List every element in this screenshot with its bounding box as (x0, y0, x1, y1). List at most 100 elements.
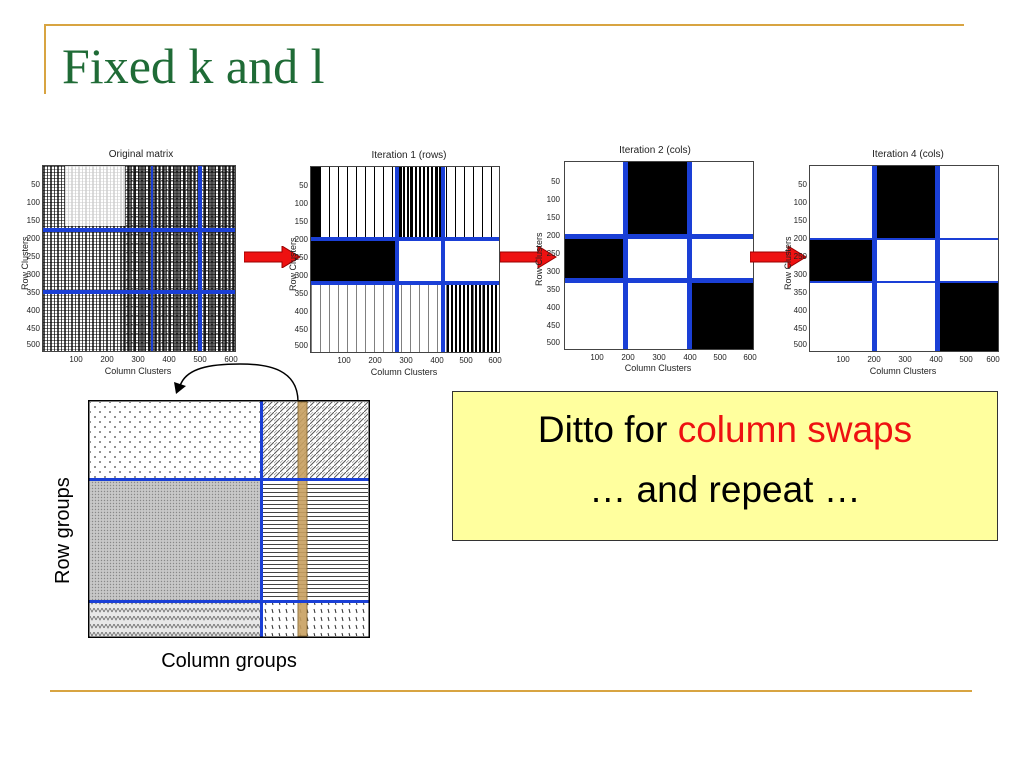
y-axis-label: Row Clusters (288, 237, 298, 291)
callout-box: Ditto for column swaps … and repeat … (452, 391, 998, 541)
slide-title: Fixed k and l (62, 38, 325, 94)
top-rule (44, 24, 964, 26)
y-tick: 500 (546, 338, 560, 347)
y-tick: 350 (546, 285, 560, 294)
y-tick: 50 (798, 180, 807, 189)
y-tick: 400 (793, 306, 807, 315)
left-rule (44, 24, 46, 94)
y-tick: 100 (294, 199, 308, 208)
arrow-icon (244, 246, 301, 268)
y-tick: 450 (793, 324, 807, 333)
y-tick: 400 (294, 307, 308, 316)
x-axis-label: Column Clusters (624, 363, 692, 373)
y-tick: 350 (793, 288, 807, 297)
x-tick: 500 (193, 355, 207, 364)
y-tick: 250 (26, 252, 40, 261)
x-tick: 500 (959, 355, 973, 364)
bottom-rule (50, 690, 972, 692)
panel-iteration-1: Iteration 1 (rows) Row Clusters 50 1 (288, 150, 508, 381)
y-tick: 200 (793, 234, 807, 243)
arrow-icon (500, 246, 557, 268)
y-tick: 200 (294, 235, 308, 244)
x-tick: 500 (459, 356, 473, 365)
panel-original-matrix: Original matrix Row Clusters (20, 149, 240, 380)
row-groups-label: Row groups (52, 477, 74, 584)
panel-title: Original matrix (108, 149, 174, 160)
matrix-plot (42, 165, 236, 352)
y-tick: 300 (294, 271, 308, 280)
x-tick: 100 (337, 356, 351, 365)
x-axis-label: Column Clusters (104, 366, 172, 376)
matrix-image (810, 166, 998, 351)
callout-line-1: Ditto for column swaps (453, 408, 997, 452)
x-tick: 200 (368, 356, 382, 365)
y-tick: 500 (26, 340, 40, 349)
y-tick: 250 (294, 253, 308, 262)
matrix-plot (310, 166, 500, 353)
y-tick: 350 (294, 289, 308, 298)
callout-line-2: … and repeat … (589, 469, 861, 510)
matrix-image (43, 166, 235, 351)
x-tick: 300 (131, 355, 145, 364)
y-axis-label: Row Clusters (20, 236, 30, 290)
x-tick: 600 (224, 355, 238, 364)
y-tick: 100 (546, 195, 560, 204)
x-tick: 100 (590, 353, 604, 362)
panel-iteration-4: Iteration 4 (cols) Row Clusters 50 100 1… (783, 149, 1007, 380)
x-tick: 600 (743, 353, 757, 362)
y-tick: 350 (26, 288, 40, 297)
x-tick: 300 (399, 356, 413, 365)
x-tick: 500 (713, 353, 727, 362)
arrow-icon (750, 246, 807, 268)
x-axis-label: Column Clusters (370, 367, 438, 377)
x-tick: 600 (986, 355, 1000, 364)
y-tick: 50 (31, 180, 40, 189)
y-tick: 200 (546, 231, 560, 240)
block-schematic (88, 400, 370, 638)
y-tick: 450 (294, 325, 308, 334)
swap-arrow-icon (174, 363, 299, 403)
y-tick: 100 (793, 198, 807, 207)
x-tick: 100 (836, 355, 850, 364)
y-axis-label: Row Clusters (783, 236, 793, 290)
y-tick: 300 (546, 267, 560, 276)
y-tick: 150 (26, 216, 40, 225)
matrix-image (311, 167, 499, 352)
y-tick: 500 (793, 340, 807, 349)
y-tick: 450 (546, 321, 560, 330)
matrix-image (565, 162, 753, 349)
x-tick: 300 (652, 353, 666, 362)
x-tick: 200 (621, 353, 635, 362)
x-tick: 200 (100, 355, 114, 364)
y-tick: 50 (299, 181, 308, 190)
y-tick: 100 (26, 198, 40, 207)
y-tick: 500 (294, 341, 308, 350)
x-tick: 100 (69, 355, 83, 364)
y-tick: 300 (26, 270, 40, 279)
x-tick: 400 (929, 355, 943, 364)
y-tick: 150 (793, 216, 807, 225)
x-tick: 400 (162, 355, 176, 364)
y-tick: 300 (793, 270, 807, 279)
y-tick: 250 (546, 249, 560, 258)
panel-title: Iteration 1 (rows) (371, 150, 447, 161)
y-tick: 200 (26, 234, 40, 243)
x-tick: 200 (867, 355, 881, 364)
column-groups-label: Column groups (161, 650, 297, 672)
y-tick: 150 (294, 217, 308, 226)
x-axis-label: Column Clusters (869, 366, 937, 376)
y-tick: 150 (546, 213, 560, 222)
y-tick: 50 (551, 177, 560, 186)
y-axis-label: Row Clusters (534, 232, 544, 286)
x-tick: 300 (898, 355, 912, 364)
panel-title: Iteration 2 (cols) (619, 145, 691, 156)
x-tick: 400 (430, 356, 444, 365)
panel-iteration-2: Iteration 2 (cols) Row Clusters 50 100 1… (534, 145, 757, 376)
matrix-plot (564, 161, 754, 350)
y-tick: 400 (546, 303, 560, 312)
callout-highlight: column swaps (677, 409, 913, 450)
panel-title: Iteration 4 (cols) (872, 149, 944, 160)
y-tick: 400 (26, 306, 40, 315)
x-tick: 600 (488, 356, 502, 365)
callout-prefix: Ditto for (537, 409, 678, 450)
